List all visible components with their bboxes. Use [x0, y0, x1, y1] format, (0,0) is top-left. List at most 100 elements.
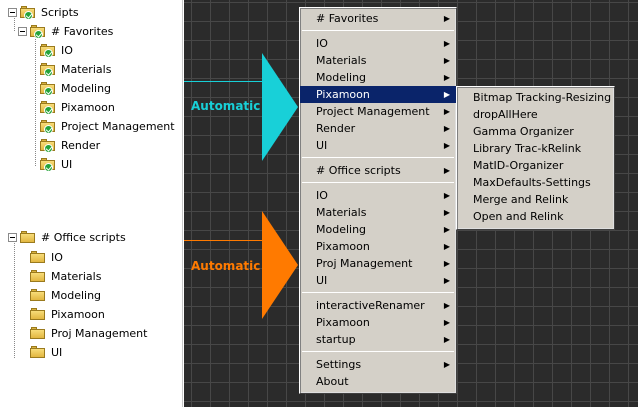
tree-item-io[interactable]: IO	[40, 41, 73, 60]
menu-item-label: Pixamoon	[316, 88, 370, 101]
tree-folder-office-scripts[interactable]: # Office scripts	[8, 228, 126, 247]
tree-connector	[35, 36, 36, 166]
submenu-item-gamma-organizer[interactable]: Gamma Organizer	[457, 123, 614, 140]
submenu-item-dropallhere[interactable]: dropAllHere	[457, 106, 614, 123]
menu-separator	[302, 292, 454, 293]
tree-node-label: Project Management	[61, 120, 175, 133]
collapse-toggle-icon[interactable]	[8, 8, 17, 17]
submenu-item-label: Library Trac-kRelink	[473, 142, 582, 155]
tree-item-materials[interactable]: Materials	[40, 60, 111, 79]
folder-checked-icon	[40, 101, 55, 115]
menu-item-label: Modeling	[316, 71, 367, 84]
submenu-arrow-icon: ▶	[443, 191, 450, 200]
submenu-arrow-icon: ▶	[443, 208, 450, 217]
folder-icon	[30, 251, 45, 264]
tree-folder-favorites[interactable]: # Favorites	[18, 22, 113, 41]
menu-item-io[interactable]: IO▶	[300, 187, 456, 204]
menu-item-label: IO	[316, 37, 328, 50]
tree-node-label: # Favorites	[51, 25, 114, 38]
menu-item-label: interactiveRenamer	[316, 299, 425, 312]
menu-separator	[302, 351, 454, 352]
menu-item-label: Render	[316, 122, 356, 135]
folder-icon	[20, 231, 35, 244]
menu-item-modeling[interactable]: Modeling▶	[300, 221, 456, 238]
menu-item-io[interactable]: IO ▶	[300, 35, 456, 52]
collapse-toggle-icon[interactable]	[8, 233, 17, 242]
menu-item-label: Materials	[316, 206, 367, 219]
tree-item-project-management[interactable]: Project Management	[40, 117, 175, 136]
submenu-item-label: dropAllHere	[473, 108, 538, 121]
tree-office-item-proj-management[interactable]: Proj Management	[30, 324, 147, 343]
scripts-context-menu: # Favorites▶IO▶Materials▶Modeling▶Pixamo…	[299, 7, 457, 394]
submenu-item-merge-and-relink[interactable]: Merge and Relink	[457, 191, 614, 208]
tree-node-label: Modeling	[61, 82, 112, 95]
automatic-label-bottom: Automatic	[191, 259, 261, 273]
folder-checked-icon	[40, 158, 55, 172]
tree-item-render[interactable]: Render	[40, 136, 100, 155]
menu-item-render[interactable]: Render ▶	[300, 120, 456, 137]
menu-item-ui[interactable]: UI▶	[300, 272, 456, 289]
submenu-arrow-icon: ▶	[443, 107, 450, 116]
tree-node-label: Materials	[51, 270, 102, 283]
tree-connector	[14, 14, 15, 31]
tree-node-label: Pixamoon	[51, 308, 105, 321]
tree-node-label: UI	[51, 346, 63, 359]
menu-item-label: UI	[316, 274, 328, 287]
submenu-arrow-icon: ▶	[443, 318, 450, 327]
tree-office-item-pixamoon[interactable]: Pixamoon	[30, 305, 105, 324]
submenu-item-matid-organizer[interactable]: MatID-Organizer	[457, 157, 614, 174]
submenu-arrow-icon: ▶	[443, 14, 450, 23]
tree-item-ui[interactable]: UI	[40, 155, 72, 174]
menu-item-interactiverenamer[interactable]: interactiveRenamer ▶	[300, 297, 456, 314]
tree-office-item-ui[interactable]: UI	[30, 343, 62, 362]
menu-item-modeling[interactable]: Modeling▶	[300, 69, 456, 86]
submenu-item-bitmap-tracking-resizing[interactable]: Bitmap Tracking-Resizing	[457, 89, 614, 106]
submenu-arrow-icon: ▶	[443, 124, 450, 133]
tree-node-label: Scripts	[41, 6, 79, 19]
menu-item-favorites[interactable]: # Favorites▶	[300, 10, 456, 27]
menu-item-label: startup	[316, 333, 356, 346]
tree-root-scripts[interactable]: Scripts	[8, 3, 79, 22]
folder-icon	[30, 308, 45, 321]
menu-item-label: Proj Management	[316, 257, 413, 270]
menu-item-settings[interactable]: Settings ▶	[300, 356, 456, 373]
cyan-arrow-line	[184, 81, 264, 82]
menu-item-label: Pixamoon	[316, 316, 370, 329]
menu-separator	[302, 182, 454, 183]
menu-item-ui[interactable]: UI▶	[300, 137, 456, 154]
submenu-arrow-icon: ▶	[443, 360, 450, 369]
orange-arrow-head	[262, 211, 298, 319]
folder-checked-icon	[20, 6, 35, 20]
submenu-item-library-trac-krelink[interactable]: Library Trac-kRelink	[457, 140, 614, 157]
submenu-item-open-and-relink[interactable]: Open and Relink	[457, 208, 614, 225]
automatic-label-top: Automatic	[191, 99, 261, 113]
submenu-item-label: Bitmap Tracking-Resizing	[473, 91, 612, 104]
tree-office-item-io[interactable]: IO	[30, 248, 63, 267]
menu-item-about[interactable]: About	[300, 373, 456, 390]
submenu-arrow-icon: ▶	[443, 39, 450, 48]
menu-item-label: Settings	[316, 358, 362, 371]
menu-item-materials[interactable]: Materials▶	[300, 52, 456, 69]
tree-node-label: Render	[61, 139, 101, 152]
menu-item-materials[interactable]: Materials ▶	[300, 204, 456, 221]
cyan-arrow-head	[262, 53, 298, 161]
tree-item-modeling[interactable]: Modeling	[40, 79, 111, 98]
collapse-toggle-icon[interactable]	[18, 27, 27, 36]
folder-checked-icon	[40, 139, 55, 153]
menu-item-pixamoon[interactable]: Pixamoon▶	[300, 86, 456, 103]
menu-item-office-scripts[interactable]: # Office scripts▶	[300, 162, 456, 179]
submenu-item-maxdefaults-settings[interactable]: MaxDefaults-Settings	[457, 174, 614, 191]
menu-item-startup[interactable]: startup▶	[300, 331, 456, 348]
menu-item-proj-management[interactable]: Proj Management▶	[300, 255, 456, 272]
menu-item-pixamoon[interactable]: Pixamoon ▶	[300, 314, 456, 331]
tree-office-item-modeling[interactable]: Modeling	[30, 286, 101, 305]
tree-node-label: IO	[51, 251, 63, 264]
submenu-arrow-icon: ▶	[443, 242, 450, 251]
tree-office-item-materials[interactable]: Materials	[30, 267, 101, 286]
menu-item-pixamoon[interactable]: Pixamoon▶	[300, 238, 456, 255]
menu-item-project-management[interactable]: Project Management▶	[300, 103, 456, 120]
submenu-arrow-icon: ▶	[443, 225, 450, 234]
tree-item-pixamoon[interactable]: Pixamoon	[40, 98, 115, 117]
submenu-arrow-icon: ▶	[443, 301, 450, 310]
